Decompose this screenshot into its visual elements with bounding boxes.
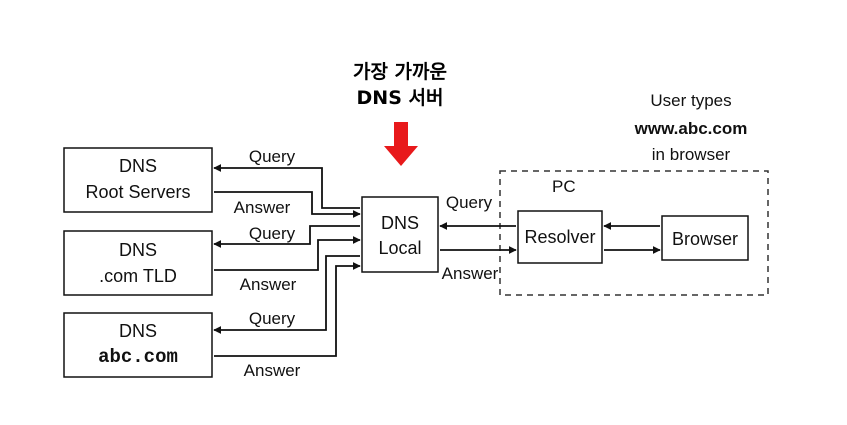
pc-label: PC bbox=[552, 177, 576, 196]
dns-abc-com-box bbox=[63, 312, 213, 378]
answer-local-label: Answer bbox=[442, 264, 499, 283]
browser-label: Browser bbox=[672, 229, 738, 249]
abc-com-label: abc.com bbox=[98, 346, 178, 368]
answer-tld-arrow bbox=[214, 236, 361, 271]
query-tld-arrow bbox=[213, 225, 360, 248]
title-line-2: DNS 서버 bbox=[357, 87, 444, 109]
dns-root-label: DNS bbox=[119, 156, 157, 176]
query-root-label: Query bbox=[249, 147, 296, 166]
query-tld-label: Query bbox=[249, 224, 296, 243]
answer-abc-arrow bbox=[214, 262, 361, 357]
dns-com-tld-box bbox=[63, 230, 213, 296]
note-line-2: www.abc.com bbox=[634, 119, 748, 138]
browser-box bbox=[661, 215, 749, 261]
dns-abc-label: DNS bbox=[119, 321, 157, 341]
answer-root-label: Answer bbox=[234, 198, 291, 217]
answer-tld-label: Answer bbox=[240, 275, 297, 294]
dns-root-servers-box bbox=[63, 147, 213, 213]
highlight-arrow-icon bbox=[384, 122, 418, 166]
pc-dashed-region bbox=[499, 170, 769, 296]
title-line-1: 가장 가까운 bbox=[353, 61, 447, 83]
answer-abc-label: Answer bbox=[244, 361, 301, 380]
query-local-label: Query bbox=[446, 193, 493, 212]
dns-local-label-2: Local bbox=[378, 238, 421, 258]
resolver-label: Resolver bbox=[524, 227, 595, 247]
com-tld-label: .com TLD bbox=[99, 266, 177, 286]
root-servers-label: Root Servers bbox=[85, 182, 190, 202]
query-abc-arrow bbox=[213, 255, 360, 334]
note-line-1: User types bbox=[650, 91, 731, 110]
dns-local-box bbox=[361, 196, 439, 273]
dns-tld-label: DNS bbox=[119, 240, 157, 260]
query-root-arrow bbox=[213, 164, 360, 209]
query-abc-label: Query bbox=[249, 309, 296, 328]
note-line-3: in browser bbox=[652, 145, 731, 164]
answer-root-arrow bbox=[214, 191, 361, 218]
resolver-box bbox=[517, 210, 603, 264]
dns-local-label-1: DNS bbox=[381, 213, 419, 233]
